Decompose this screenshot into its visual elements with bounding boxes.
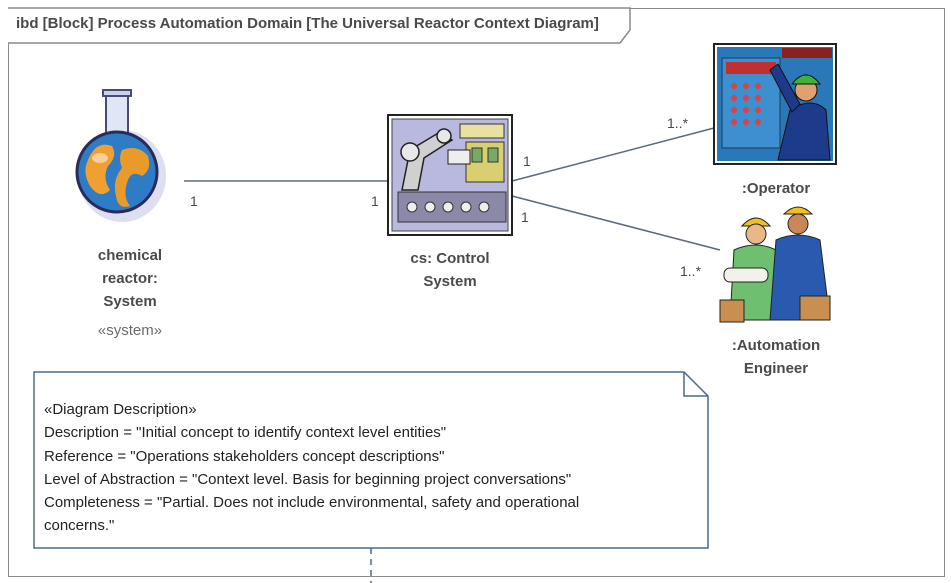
control-system-name-line1: cs: Control (410, 250, 490, 267)
reactor-name: chemical reactor: System (70, 244, 190, 313)
multiplicity-operator-end: 1..* (667, 115, 689, 131)
control-system-name-line2: System (423, 273, 477, 290)
reactor-stereotype: «system» (97, 322, 163, 339)
engineer-name: :Automation Engineer (716, 334, 836, 380)
engineer-name-line2: Engineer (743, 360, 809, 377)
frame-title-tab (8, 7, 631, 44)
note-reference: Reference = "Operations stakeholders con… (44, 447, 445, 465)
reactor-name-line3: System (103, 293, 157, 310)
reactor-name-line2: reactor: (102, 270, 158, 287)
note-completeness-line1: Completeness = "Partial. Does not includ… (44, 494, 580, 512)
diagram-description-note[interactable] (33, 371, 709, 549)
robot-arm-machine-icon[interactable] (387, 114, 513, 236)
engineers-with-hardhats-icon[interactable] (719, 206, 831, 323)
note-level: Level of Abstraction = "Context level. B… (44, 470, 572, 488)
multiplicity-cs-end-operator: 1 (523, 153, 531, 169)
flask-globe-icon[interactable] (75, 89, 166, 222)
reactor-name-line1: chemical (97, 247, 163, 264)
note-description: Description = "Initial concept to identi… (44, 424, 447, 442)
note-body: «Diagram Description» Description = "Ini… (44, 398, 579, 538)
control-system-name: cs: Control System (390, 247, 510, 293)
multiplicity-reactor-end: 1 (190, 193, 198, 209)
note-stereotype: «Diagram Description» (44, 401, 197, 418)
note-completeness-line2: concerns." (44, 517, 115, 535)
connector-cs-operator[interactable] (511, 127, 715, 182)
note-corner-fold (683, 372, 708, 397)
engineer-name-line1: :Automation (731, 337, 821, 354)
connector-cs-engineer[interactable] (511, 195, 721, 251)
operator-name: :Operator (741, 180, 811, 197)
multiplicity-engineer-end: 1..* (680, 263, 702, 279)
multiplicity-cs-end-reactor: 1 (371, 193, 379, 209)
frame-title: ibd [Block] Process Automation Domain [T… (16, 15, 599, 32)
operator-at-control-panel-icon[interactable] (713, 43, 837, 165)
multiplicity-cs-end-engineer: 1 (521, 209, 529, 225)
